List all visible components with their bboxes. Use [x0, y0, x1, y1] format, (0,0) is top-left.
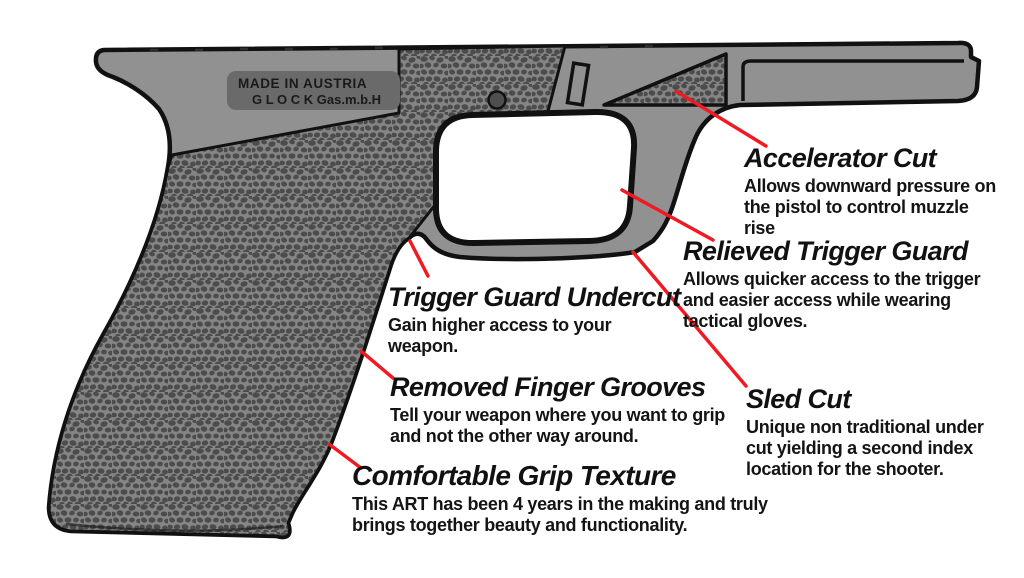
annotation-line: weapon.: [388, 336, 458, 357]
annotation-removed-finger-grooves: Removed Finger Grooves Tell your weapon …: [390, 373, 725, 447]
annotation-line: cut yielding a second index: [746, 438, 973, 459]
frame-label-line1: MADE IN AUSTRIA: [238, 76, 367, 91]
annotation-sled-cut: Sled Cut Unique non traditional under cu…: [746, 385, 984, 480]
annotation-line: and easier access while wearing: [683, 290, 951, 311]
frame-label-line2: G L O C K Gas.m.b.H: [252, 92, 381, 107]
annotation-title: Accelerator Cut: [744, 143, 937, 173]
accelerator-cut-region: [602, 52, 728, 107]
callout-line-relieved-trigger-guard: [620, 188, 715, 242]
trigger-guard-opening: [433, 108, 638, 247]
callout-line-comfortable-grip-texture: [327, 442, 363, 470]
annotation-line: Tell your weapon where you want to grip: [390, 405, 726, 426]
frame-pin-hole: [487, 90, 507, 110]
annotation-relieved-trigger-guard: Relieved Trigger Guard Allows quicker ac…: [683, 236, 981, 332]
frame-label-plate: [227, 71, 400, 110]
annotation-comfortable-grip-texture: Comfortable Grip Texture This ART has be…: [352, 461, 768, 536]
annotation-title: Comfortable Grip Texture: [352, 460, 676, 491]
annotation-line: Allows downward pressure on: [744, 176, 996, 197]
annotation-title: Relieved Trigger Guard: [683, 236, 969, 266]
annotation-trigger-guard-undercut: Trigger Guard Undercut Gain higher acces…: [388, 282, 681, 357]
annotation-title: Trigger Guard Undercut: [388, 282, 681, 312]
callout-line-accelerator-cut: [674, 89, 768, 148]
magwell-lip-line: [65, 522, 284, 532]
annotation-line: location for the shooter.: [746, 459, 944, 480]
annotation-line: This ART has been 4 years in the making …: [352, 494, 768, 515]
annotation-line: rise: [744, 218, 775, 239]
annotation-line: Gain higher access to your: [388, 315, 612, 336]
annotation-line: and not the other way around.: [390, 426, 639, 447]
callout-line-sled-cut: [631, 250, 748, 388]
rail-inset-line: [741, 59, 964, 101]
callout-line-removed-finger-grooves: [359, 349, 395, 380]
annotation-title: Sled Cut: [746, 384, 851, 414]
annotation-line: Unique non traditional under: [746, 417, 984, 438]
annotation-title: Removed Finger Grooves: [390, 372, 706, 402]
annotation-line: brings together beauty and functionality…: [352, 515, 688, 536]
callout-line-trigger-guard-undercut: [408, 239, 430, 278]
annotation-line: tactical gloves.: [683, 311, 808, 332]
annotation-accelerator-cut: Accelerator Cut Allows downward pressure…: [744, 144, 996, 239]
annotation-line: the pistol to control muzzle: [744, 197, 969, 218]
annotation-line: Allows quicker access to the trigger: [683, 269, 981, 290]
slide-stop-slot: [565, 61, 591, 107]
